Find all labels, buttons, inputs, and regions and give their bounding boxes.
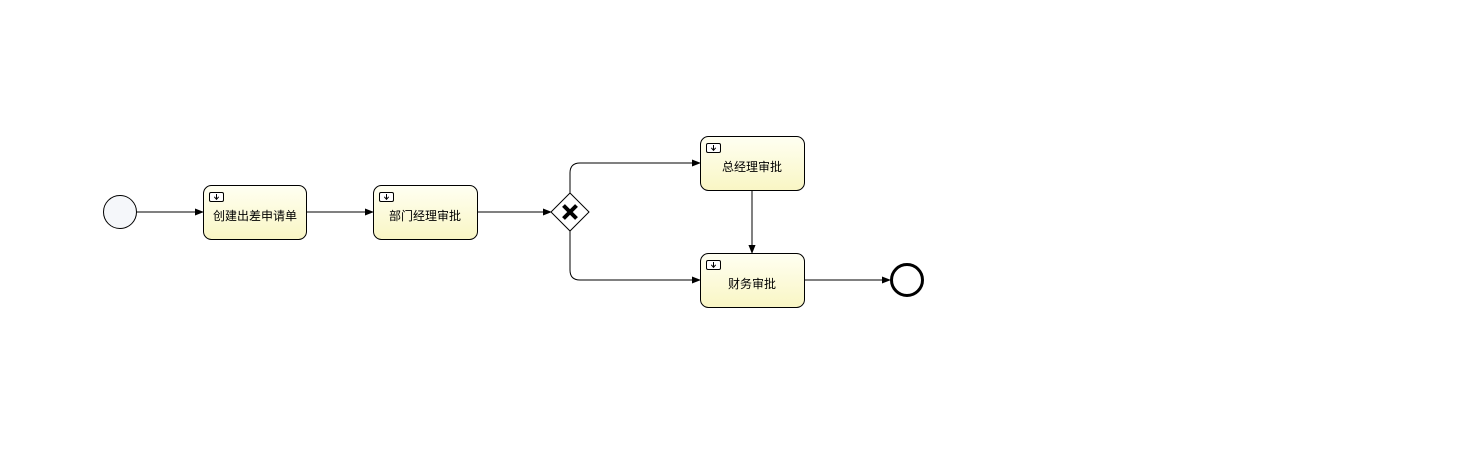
task-dept-manager-approval[interactable]: 部门经理审批 <box>373 185 478 240</box>
end-event[interactable] <box>890 263 924 297</box>
task-create-trip-request[interactable]: 创建出差申请单 <box>203 185 307 240</box>
task-general-manager-approval[interactable]: 总经理审批 <box>700 136 805 191</box>
x-marker-icon <box>562 204 578 220</box>
start-event[interactable] <box>103 195 137 229</box>
task-finance-approval[interactable]: 财务审批 <box>700 253 805 308</box>
task-label: 财务审批 <box>728 276 776 291</box>
flow-gateway-to-task3[interactable] <box>569 159 701 193</box>
user-task-icon <box>209 192 224 202</box>
user-task-icon <box>706 260 721 270</box>
task-label: 总经理审批 <box>722 159 782 174</box>
task-label: 部门经理审批 <box>389 208 461 223</box>
task-label: 创建出差申请单 <box>213 209 297 223</box>
user-task-icon <box>379 192 394 202</box>
sequence-flows <box>137 159 891 284</box>
flow-gateway-to-task4[interactable] <box>569 231 701 284</box>
exclusive-gateway[interactable] <box>550 192 590 232</box>
user-task-icon <box>706 143 721 153</box>
